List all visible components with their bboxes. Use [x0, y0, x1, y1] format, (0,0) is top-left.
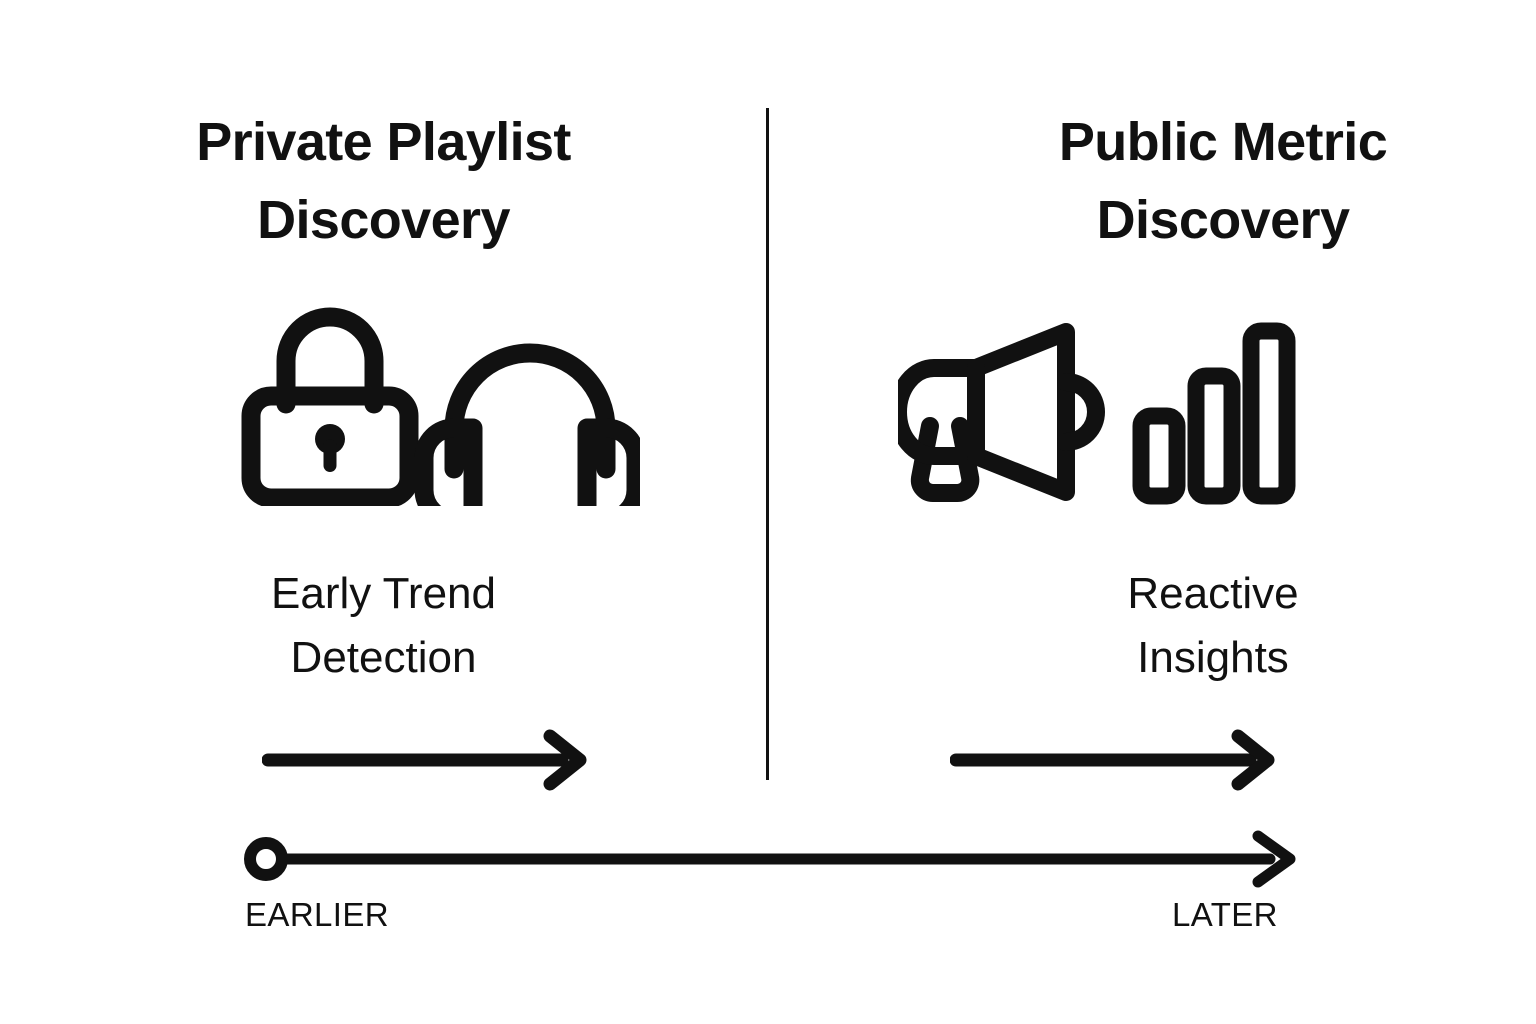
left-icons-svg — [241, 307, 646, 530]
panel-right-title: Public Metric Discovery — [1058, 112, 1388, 250]
panel-divider — [766, 108, 769, 780]
panel-right-caption: Reactive Insights — [1127, 569, 1299, 682]
bar-2 — [1187, 367, 1241, 505]
panel-right-icon-row — [889, 306, 1318, 506]
panel-right-progress-arrow — [949, 728, 1280, 792]
timeline-arrowhead-icon — [1252, 830, 1296, 888]
right-icons-svg — [889, 322, 1296, 505]
panel-private-playlist-discovery: Private Playlist Discovery — [0, 0, 767, 1024]
arrow-right-icon — [261, 729, 587, 791]
headphones-icon — [414, 343, 646, 530]
axis-label-earlier: EARLIER — [245, 896, 390, 933]
panel-public-metric-discovery: Public Metric Discovery — [770, 0, 1536, 1024]
megaphone-icon — [889, 323, 1105, 502]
arrow-right-icon — [949, 729, 1275, 791]
panel-left-caption: Early Trend Detection — [271, 569, 496, 682]
panel-left-icon-row — [240, 306, 646, 530]
bar-chart-icon — [1132, 322, 1296, 505]
bar-3 — [1242, 322, 1296, 505]
axis-label-later: LATER — [1172, 896, 1278, 933]
timeline-axis — [232, 826, 1312, 892]
bar-1 — [1132, 407, 1186, 505]
panel-left-progress-arrow — [261, 728, 592, 792]
panel-left-title: Private Playlist Discovery — [196, 112, 571, 250]
timeline-svg — [244, 830, 1296, 888]
lock-icon — [241, 307, 419, 508]
